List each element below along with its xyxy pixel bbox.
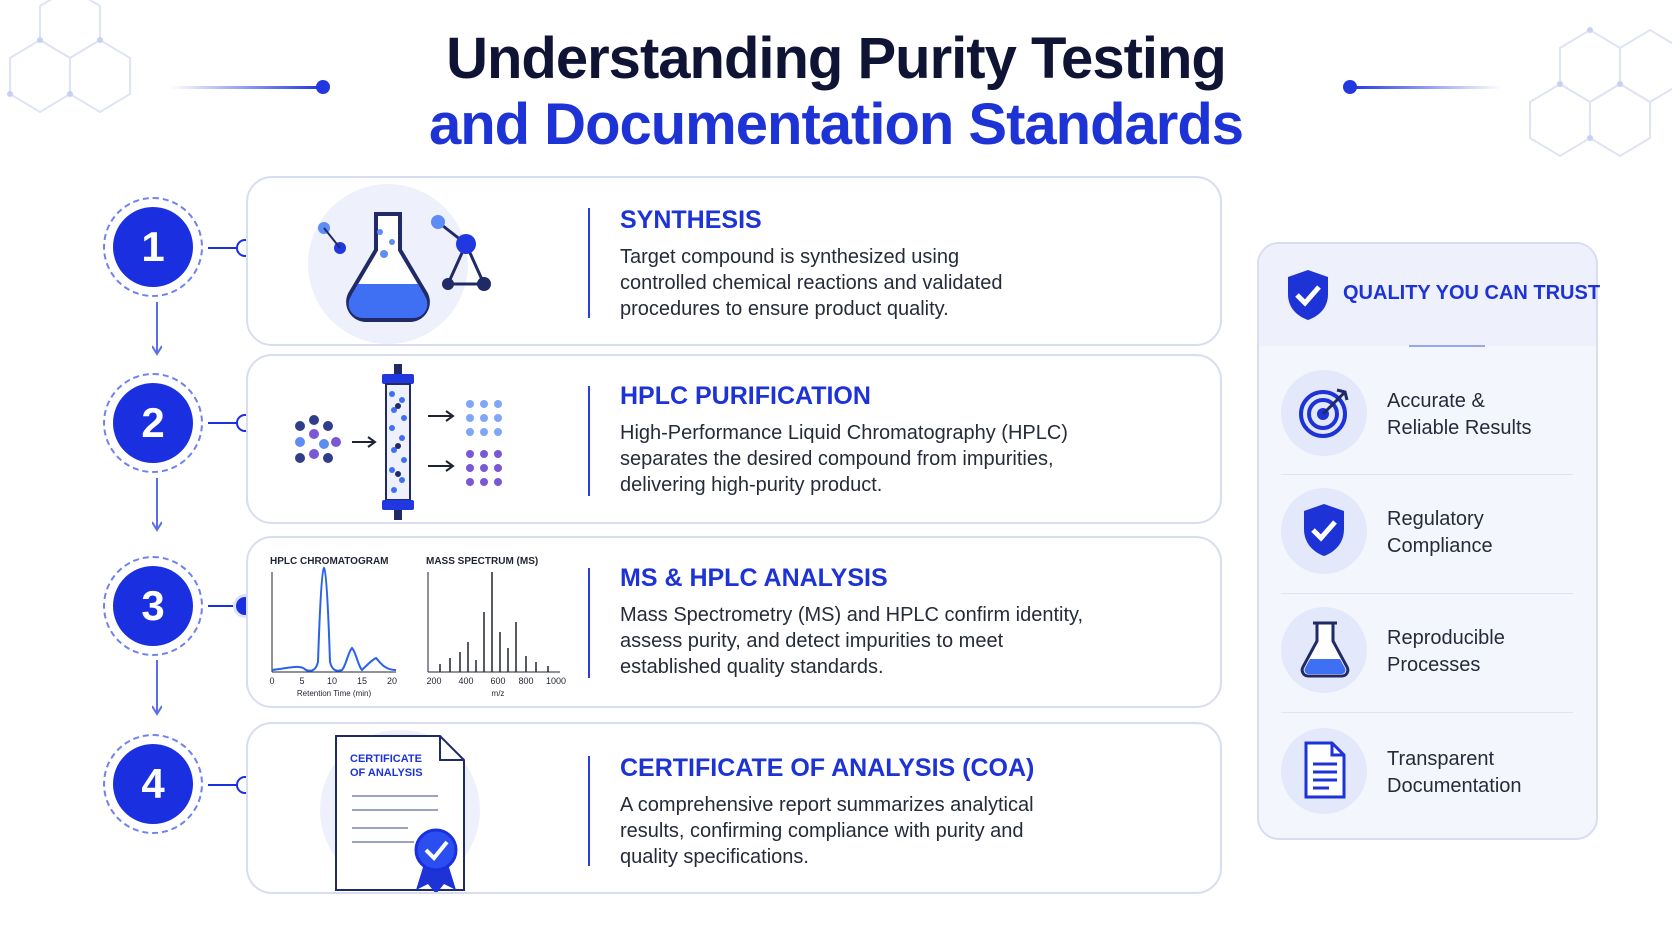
feature-separator	[1281, 474, 1573, 475]
ms-tick-2: 600	[490, 676, 505, 686]
panel-title-rule	[1409, 345, 1485, 347]
feature-label-line-2: Documentation	[1387, 775, 1522, 797]
chromatogram-tick-3: 15	[357, 676, 367, 686]
ms-xlabel: m/z	[492, 689, 505, 698]
feature-icon-bg	[1281, 370, 1367, 456]
panel-title: QUALITY YOU CAN TRUST	[1343, 282, 1601, 304]
step-card-ms-hplc-analysis: HPLC CHROMATOGRAM 0 5 10 15 20 Retention…	[246, 536, 1222, 708]
chromatogram-title: HPLC CHROMATOGRAM	[270, 556, 389, 567]
ms-tick-3: 800	[518, 676, 533, 686]
feature-icon-bg	[1281, 488, 1367, 574]
arrow-down-icon	[152, 660, 162, 716]
step-description: High-Performance Liquid Chromatography (…	[620, 422, 1068, 496]
step-badge-1: 1	[103, 197, 203, 297]
feature-label-line-2: Compliance	[1387, 535, 1493, 557]
card-divider	[588, 756, 590, 866]
step-heading: CERTIFICATE OF ANALYSIS (COA)	[620, 754, 1035, 782]
step-description: Target compound is synthesized using con…	[620, 246, 1003, 320]
feature-icon-bg	[1281, 607, 1367, 693]
ms-tick-4: 1000	[546, 676, 566, 686]
arrow-down-icon	[152, 478, 162, 532]
certificate-label-2: OF ANALYSIS	[350, 767, 423, 779]
card-divider	[588, 568, 590, 678]
hexagon-pattern-right-icon	[1529, 27, 1672, 158]
step-number-1: 1	[113, 207, 193, 287]
feature-label-line-1: Accurate &	[1387, 390, 1485, 412]
title-rule-right	[1343, 80, 1503, 94]
step-description: A comprehensive report summarizes analyt…	[620, 794, 1034, 868]
step-badge-3: 3	[103, 556, 203, 656]
arrow-down-icon	[152, 302, 162, 356]
hexagon-pattern-left-icon	[7, 0, 131, 114]
feature-separator	[1281, 712, 1573, 713]
page-title: Understanding Purity Testing and Documen…	[0, 26, 1672, 158]
chromatogram-tick-2: 10	[327, 676, 337, 686]
certificate-label-1: CERTIFICATE	[350, 753, 422, 765]
feature-label-line-2: Reliable Results	[1387, 417, 1532, 439]
shield-check-icon	[1288, 270, 1328, 320]
step-number-4: 4	[113, 744, 193, 824]
step-card-hplc-purification: HPLC PURIFICATION High-Performance Liqui…	[246, 354, 1222, 524]
document-icon	[1304, 741, 1346, 799]
shield-check-icon	[1304, 504, 1344, 556]
spectrum-charts-icon: HPLC CHROMATOGRAM 0 5 10 15 20 Retention…	[269, 556, 566, 698]
feature-label-line-2: Processes	[1387, 654, 1481, 676]
chromatogram-tick-0: 0	[269, 676, 274, 686]
step-badge-2: 2	[103, 373, 203, 473]
ms-tick-0: 200	[426, 676, 441, 686]
step-heading: MS & HPLC ANALYSIS	[620, 564, 888, 592]
step-card-synthesis: SYNTHESIS Target compound is synthesized…	[246, 176, 1222, 346]
title-line-2: and Documentation Standards	[428, 92, 1244, 157]
step-heading: SYNTHESIS	[620, 206, 762, 234]
step-connector-2	[208, 422, 248, 424]
chromatogram-tick-1: 5	[299, 676, 304, 686]
step-number-3: 3	[113, 566, 193, 646]
ms-tick-1: 400	[458, 676, 473, 686]
step-description: Mass Spectrometry (MS) and HPLC confirm …	[620, 604, 1084, 678]
feature-label-line-1: Regulatory	[1387, 508, 1484, 530]
hplc-column-icon	[295, 364, 502, 520]
feature-accurate-results: Accurate & Reliable Results	[1281, 370, 1581, 460]
flask-icon	[1300, 621, 1350, 678]
card-divider	[588, 386, 590, 496]
step-heading: HPLC PURIFICATION	[620, 382, 871, 410]
chromatogram-tick-4: 20	[387, 676, 397, 686]
mass-spectrum-title: MASS SPECTRUM (MS)	[426, 556, 538, 567]
feature-label-line-1: Transparent	[1387, 748, 1495, 770]
step-connector-1	[208, 247, 248, 249]
feature-regulatory-compliance: Regulatory Compliance	[1281, 488, 1581, 578]
chromatogram-xlabel: Retention Time (min)	[297, 689, 372, 698]
certificate-icon: CERTIFICATE OF ANALYSIS	[320, 730, 480, 892]
step-number-2: 2	[113, 383, 193, 463]
title-rule-left	[170, 80, 330, 94]
feature-transparent-documentation: Transparent Documentation	[1281, 728, 1581, 818]
step-card-certificate-of-analysis: CERTIFICATE OF ANALYSIS CERTIFICATE OF A…	[246, 722, 1222, 894]
feature-reproducible-processes: Reproducible Processes	[1281, 607, 1581, 697]
flask-molecule-icon	[308, 184, 491, 344]
feature-label-line-1: Reproducible	[1387, 627, 1505, 649]
title-line-1: Understanding Purity Testing	[446, 26, 1227, 91]
card-divider	[588, 208, 590, 318]
target-icon	[1299, 388, 1349, 438]
step-connector-3	[208, 605, 248, 607]
step-badge-4: 4	[103, 734, 203, 834]
feature-separator	[1281, 593, 1573, 594]
step-connector-4	[208, 784, 248, 786]
quality-panel: QUALITY YOU CAN TRUST Accurate & Reliabl…	[1257, 242, 1601, 840]
feature-icon-bg	[1281, 728, 1367, 814]
